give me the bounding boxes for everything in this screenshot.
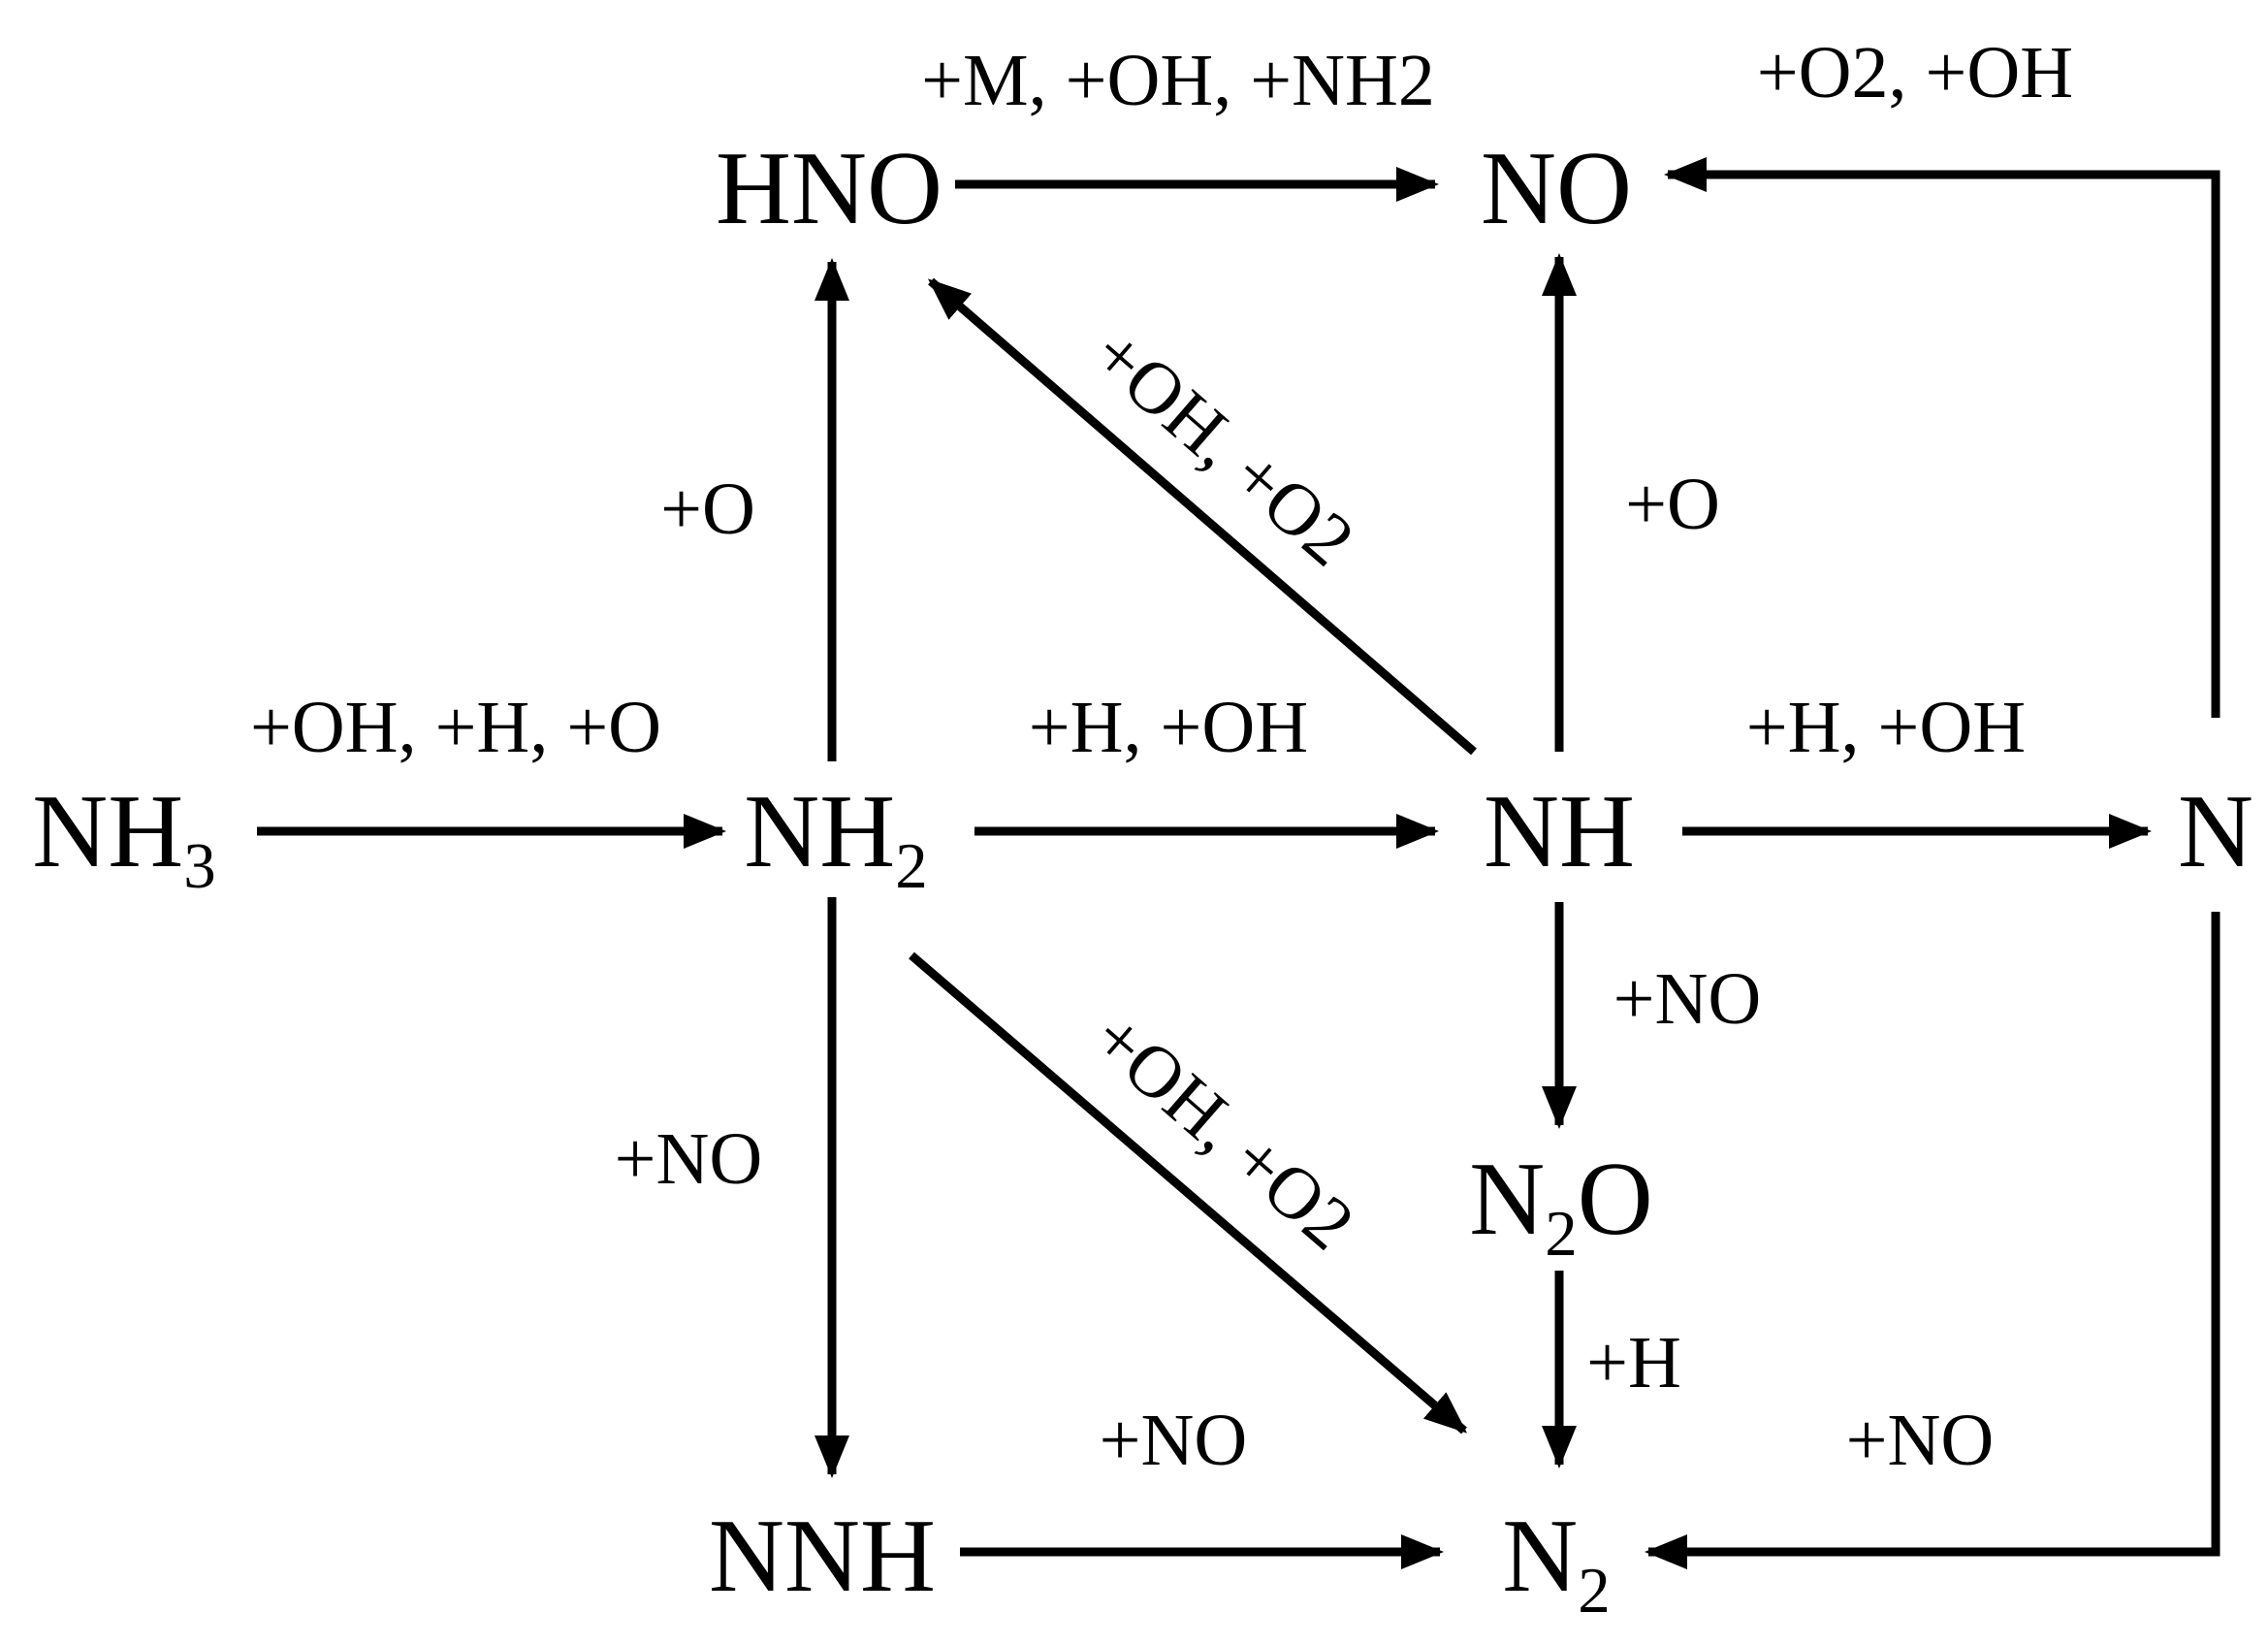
label-nh-to-no: +O [1625, 464, 1720, 545]
species-NO: NO [1481, 131, 1632, 246]
label-nh-to-n: +H, +OH [1746, 687, 2026, 768]
label-nh3-to-nh2: +OH, +H, +O [250, 687, 661, 768]
species-N: N [2178, 774, 2253, 889]
species-NH2: NH2 [744, 774, 927, 902]
arrow-n-to-n2 [1645, 912, 2220, 1569]
species-NH: NH [1484, 774, 1635, 889]
label-n2o-to-n2: +H [1586, 1322, 1681, 1403]
species-N2O: N2O [1469, 1142, 1652, 1270]
arrow-nh-to-hno [927, 277, 1477, 756]
species-HNO: HNO [716, 131, 942, 246]
label-nh2-to-nnh: +NO [615, 1118, 763, 1200]
label-nnh-to-n2: +NO [1100, 1400, 1248, 1481]
label-n-to-no: +O2, +OH [1757, 32, 2073, 113]
label-n-to-n2: +NO [1846, 1400, 1995, 1481]
species-NNH: NNH [709, 1499, 936, 1614]
label-nh2-to-hno: +O [660, 468, 755, 550]
arrow-nh2-to-n2 [909, 952, 1468, 1435]
species-N2: N2 [1502, 1499, 1610, 1627]
species-NH3: NH3 [32, 774, 215, 902]
label-hno-to-no: +M, +OH, +NH2 [921, 40, 1435, 121]
arrow-n-to-no [1664, 157, 2220, 718]
label-nh2-to-nh: +H, +OH [1029, 687, 1308, 768]
label-nh-to-n2o: +NO [1613, 958, 1762, 1040]
